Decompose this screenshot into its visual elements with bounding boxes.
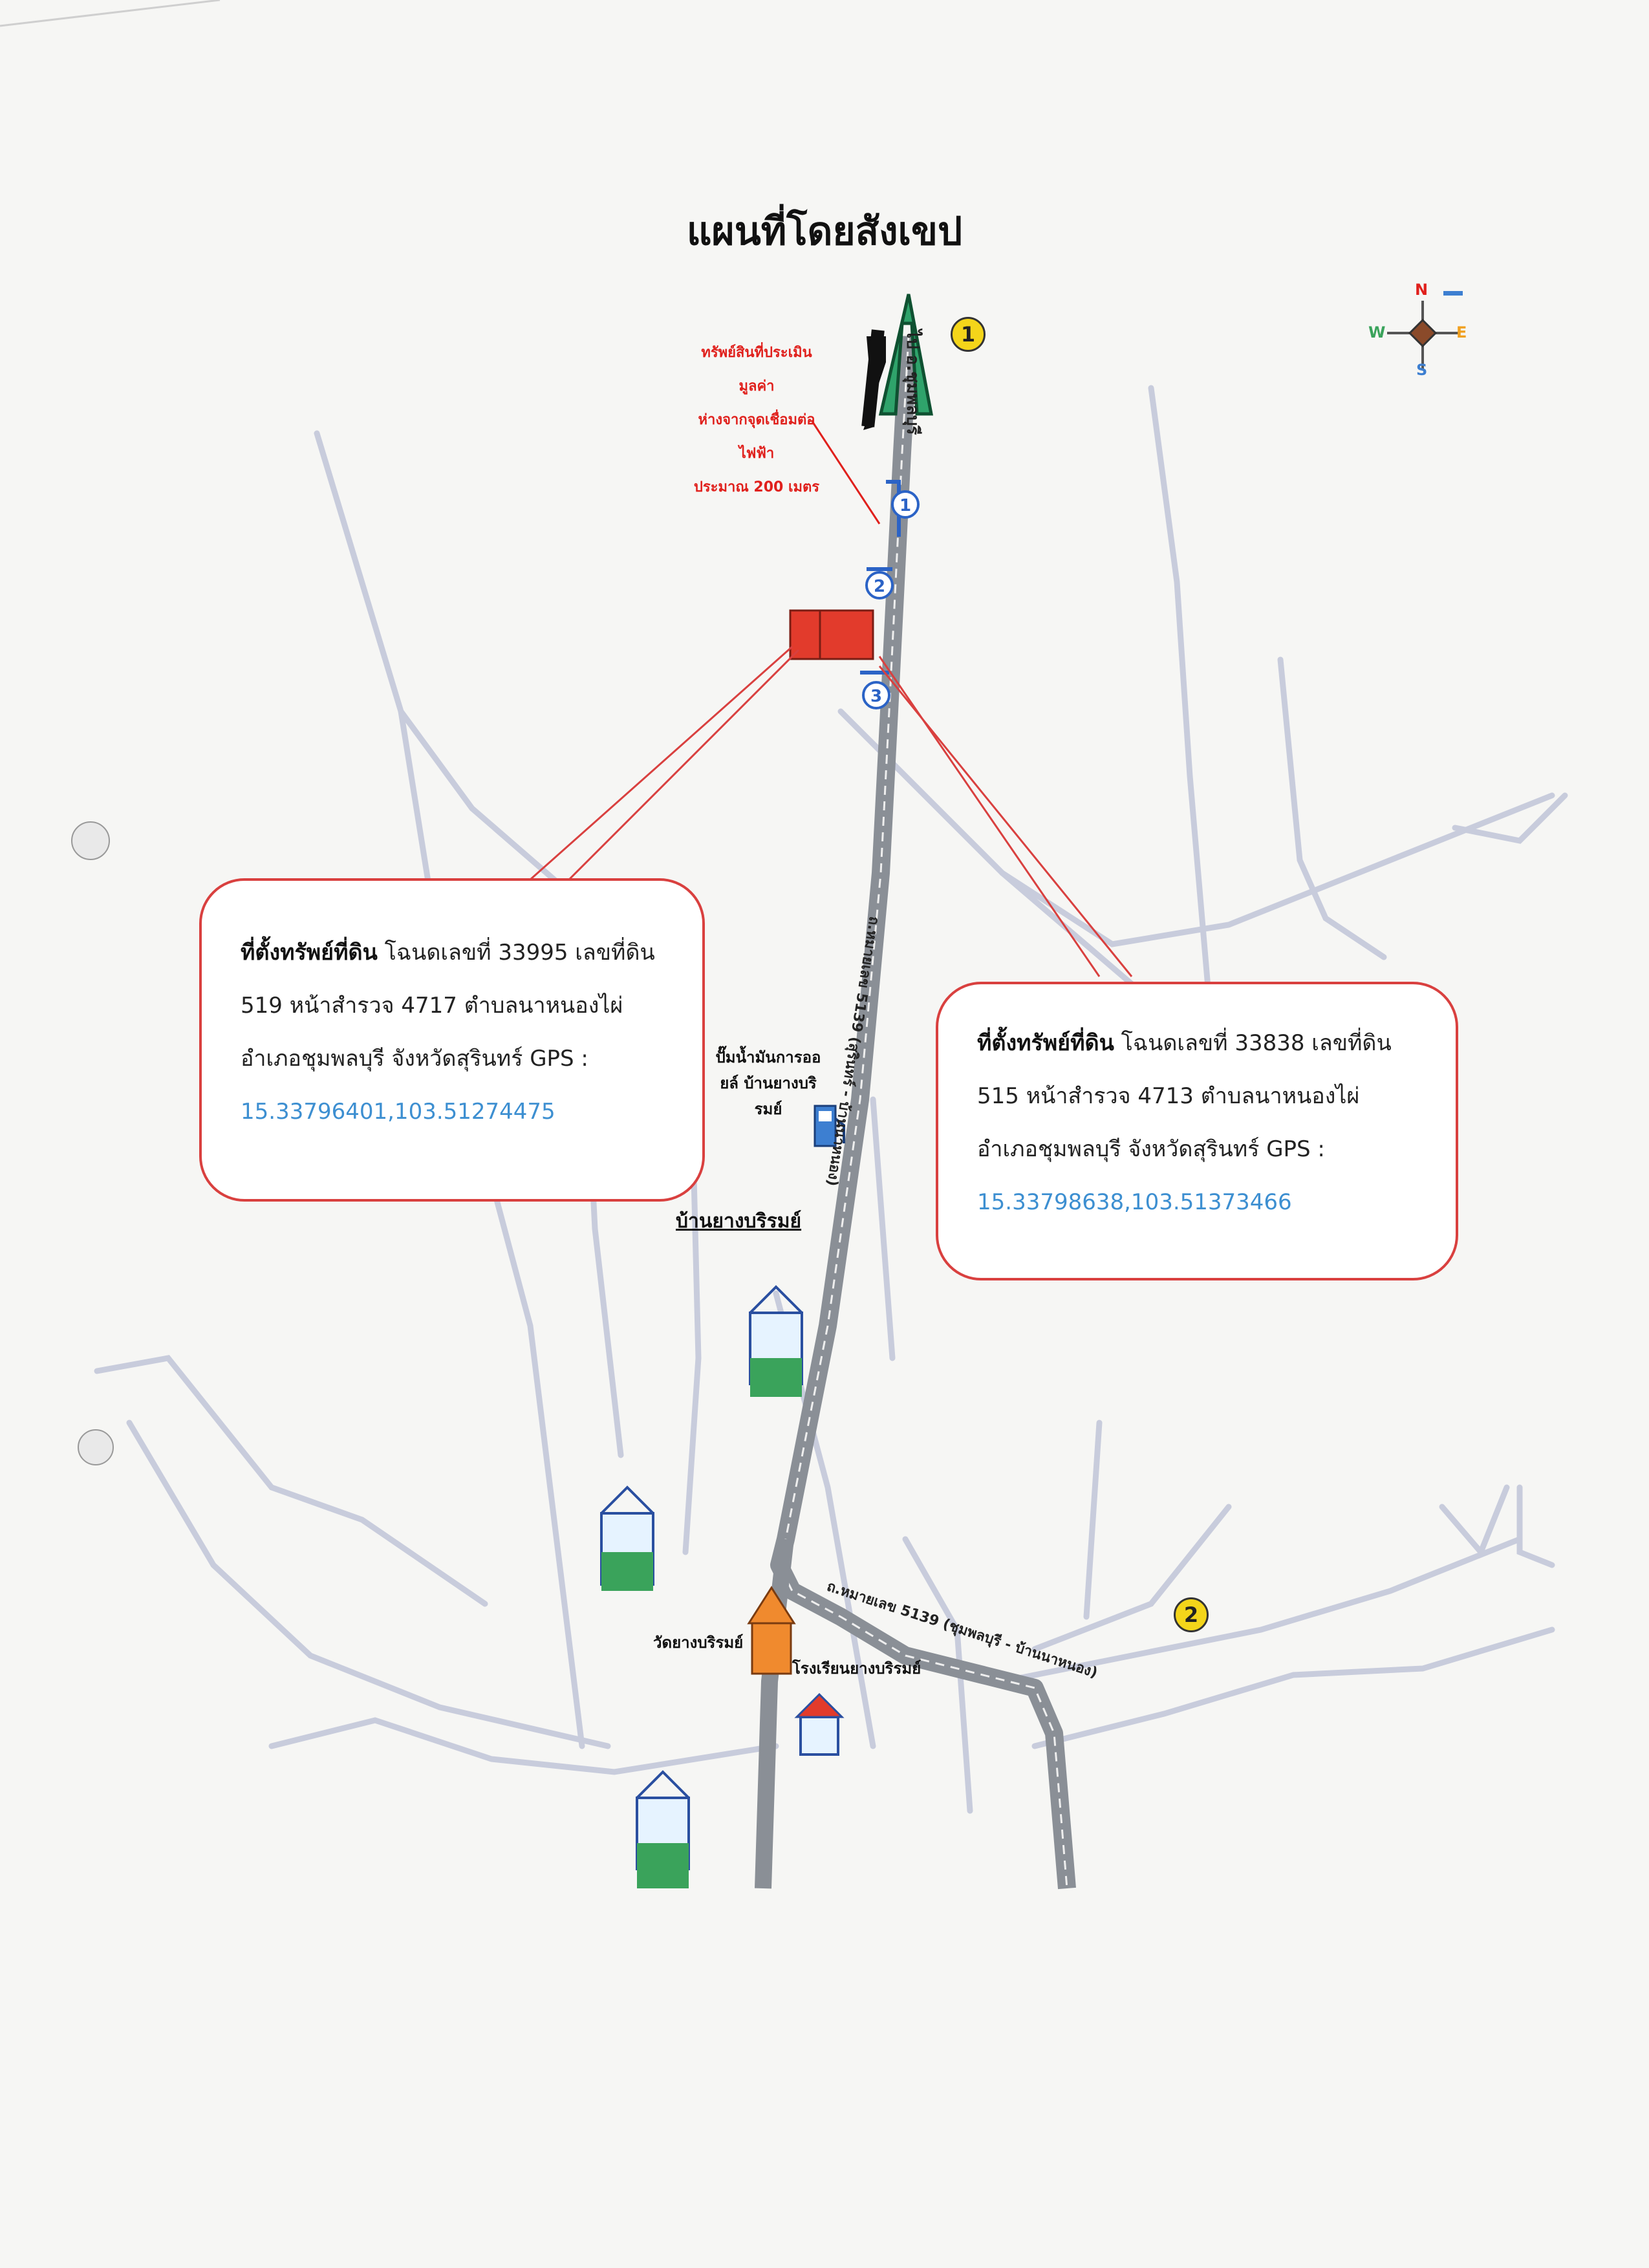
- temple-icon: [747, 1586, 796, 1675]
- property-plot: [789, 609, 874, 660]
- compass-e: E: [1456, 323, 1467, 341]
- callout-right-gps: 15.33798638,103.51373466: [977, 1189, 1292, 1215]
- distance-note-line-1: ทรัพย์สินที่ประเมินมูลค่า: [701, 345, 812, 394]
- compass-s: S: [1416, 361, 1428, 379]
- distance-note-line-3: ประมาณ 200 เมตร: [693, 479, 820, 495]
- north-direction-arrow-icon: [878, 294, 934, 416]
- marker-1: 1: [951, 317, 986, 352]
- callout-right-label: ที่ตั้งทรัพย์ที่ดิน: [977, 1030, 1114, 1056]
- distance-note: ทรัพย์สินที่ประเมินมูลค่า ห่างจากจุดเชื่…: [685, 336, 828, 504]
- callout-left-gps: 15.33796401,103.51274475: [241, 1099, 555, 1125]
- turn-marker-3-text: 3: [870, 687, 882, 706]
- gas-station-label: ปั๊มน้ำมันการออยล์ บ้านยางบริรมย์: [715, 1048, 821, 1118]
- turn-marker-1: [891, 490, 920, 519]
- punch-hole-1: [71, 821, 110, 860]
- compass-w: W: [1368, 323, 1386, 341]
- house-icon-3: [636, 1770, 690, 1888]
- house-icon-1: [749, 1285, 803, 1397]
- village-label: บ้านยางบริรมย์: [676, 1210, 802, 1233]
- turn-marker-1-text: 1: [900, 496, 911, 515]
- callout-connectors: [530, 645, 1133, 977]
- callout-right-text: โฉนดเลขที่ 33838 เลขที่ดิน 515 หน้าสำรวจ…: [977, 1030, 1392, 1162]
- callout-left-text: โฉนดเลขที่ 33995 เลขที่ดิน 519 หน้าสำรวจ…: [241, 940, 655, 1072]
- distance-note-line-2: ห่างจากจุดเชื่อมต่อไฟฟ้า: [698, 412, 815, 462]
- branch-road: [755, 1538, 794, 1889]
- temple-label: วัดยางบริรมย์: [653, 1634, 744, 1652]
- punch-hole-2: [78, 1429, 114, 1465]
- page-fold: [0, 0, 221, 27]
- turn-marker-3: [862, 681, 890, 709]
- note-pointer: [810, 420, 881, 524]
- callout-right: ที่ตั้งทรัพย์ที่ดิน โฉนดเลขที่ 33838 เลข…: [936, 982, 1458, 1280]
- main-road-centerline: [778, 336, 1068, 1889]
- background-roads: [94, 385, 1568, 1814]
- black-arrow-shaft: [861, 329, 885, 427]
- turn-marker-2: [865, 571, 894, 599]
- house-icon-2: [600, 1485, 654, 1591]
- road-label-north: ไป อ.ชุมพลบุรี: [903, 330, 922, 435]
- compass-n: N: [1415, 281, 1428, 299]
- callout-left: ที่ตั้งทรัพย์ที่ดิน โฉนดเลขที่ 33995 เลข…: [199, 878, 705, 1202]
- turn-marker-2-text: 2: [874, 577, 885, 596]
- callout-left-label: ที่ตั้งทรัพย์ที่ดิน: [241, 940, 378, 966]
- school-icon: [794, 1692, 845, 1756]
- page-title: แผนที่โดยสังเขป: [686, 209, 963, 254]
- marker-2: 2: [1174, 1597, 1209, 1632]
- school-label: โรงเรียนยางบริรมย์: [792, 1659, 921, 1678]
- gas-station-icon: [814, 1105, 845, 1147]
- compass-rose-icon: N S E W: [1368, 281, 1474, 388]
